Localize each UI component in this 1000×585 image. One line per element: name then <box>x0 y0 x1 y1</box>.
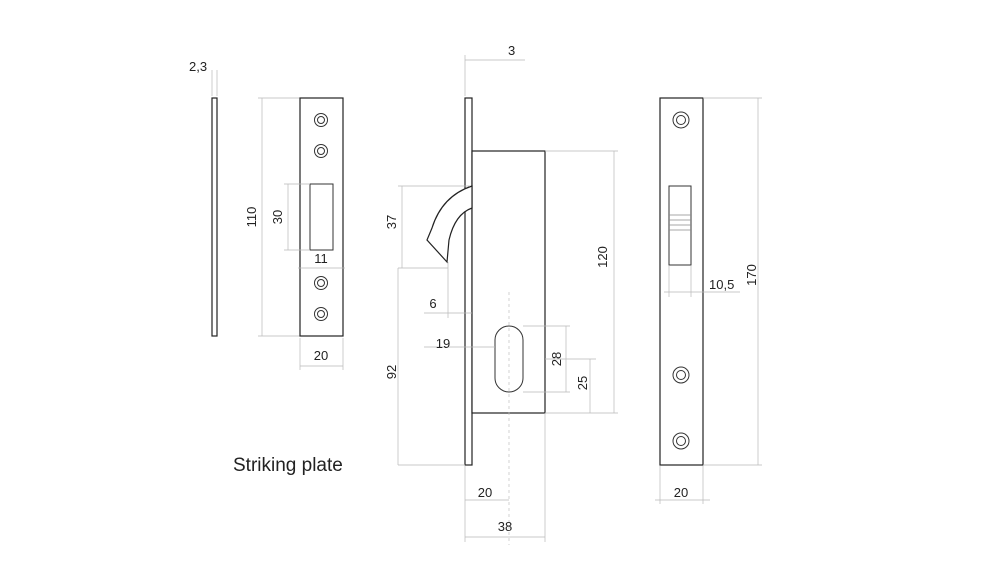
dim-case-depth: 38 <box>498 519 512 534</box>
dim-hook-height: 37 <box>384 215 399 229</box>
caption-striking-plate: Striking plate <box>233 455 343 476</box>
lock-faceplate-front-view: 10,5 170 20 <box>655 97 762 504</box>
dim-faceplate-thickness: 3 <box>508 43 515 58</box>
dim-slot-width: 11 <box>314 251 328 266</box>
dim-cylinder-offset: 19 <box>436 336 450 351</box>
dim-plate-thickness: 2,3 <box>189 59 207 74</box>
dim-case-height: 120 <box>595 246 610 268</box>
striking-plate-front-view: 110 30 11 20 <box>244 97 345 370</box>
dim-hook-offset: 6 <box>429 296 436 311</box>
dim-body-to-cylinder: 92 <box>384 365 399 379</box>
dim-faceplate-width: 20 <box>674 485 688 500</box>
dim-bolt-width: 10,5 <box>709 277 734 292</box>
lock-body-side-view: 3 37 6 120 19 92 2 <box>384 43 618 545</box>
dim-plate-width: 20 <box>314 348 328 363</box>
striking-plate-side-view: 2,3 <box>189 59 218 337</box>
dim-plate-height: 110 <box>244 207 259 228</box>
dim-cylinder-to-bottom: 25 <box>575 376 590 390</box>
dim-slot-height: 30 <box>270 210 285 224</box>
dim-faceplate-height: 170 <box>744 264 759 286</box>
dim-backset: 20 <box>478 485 492 500</box>
